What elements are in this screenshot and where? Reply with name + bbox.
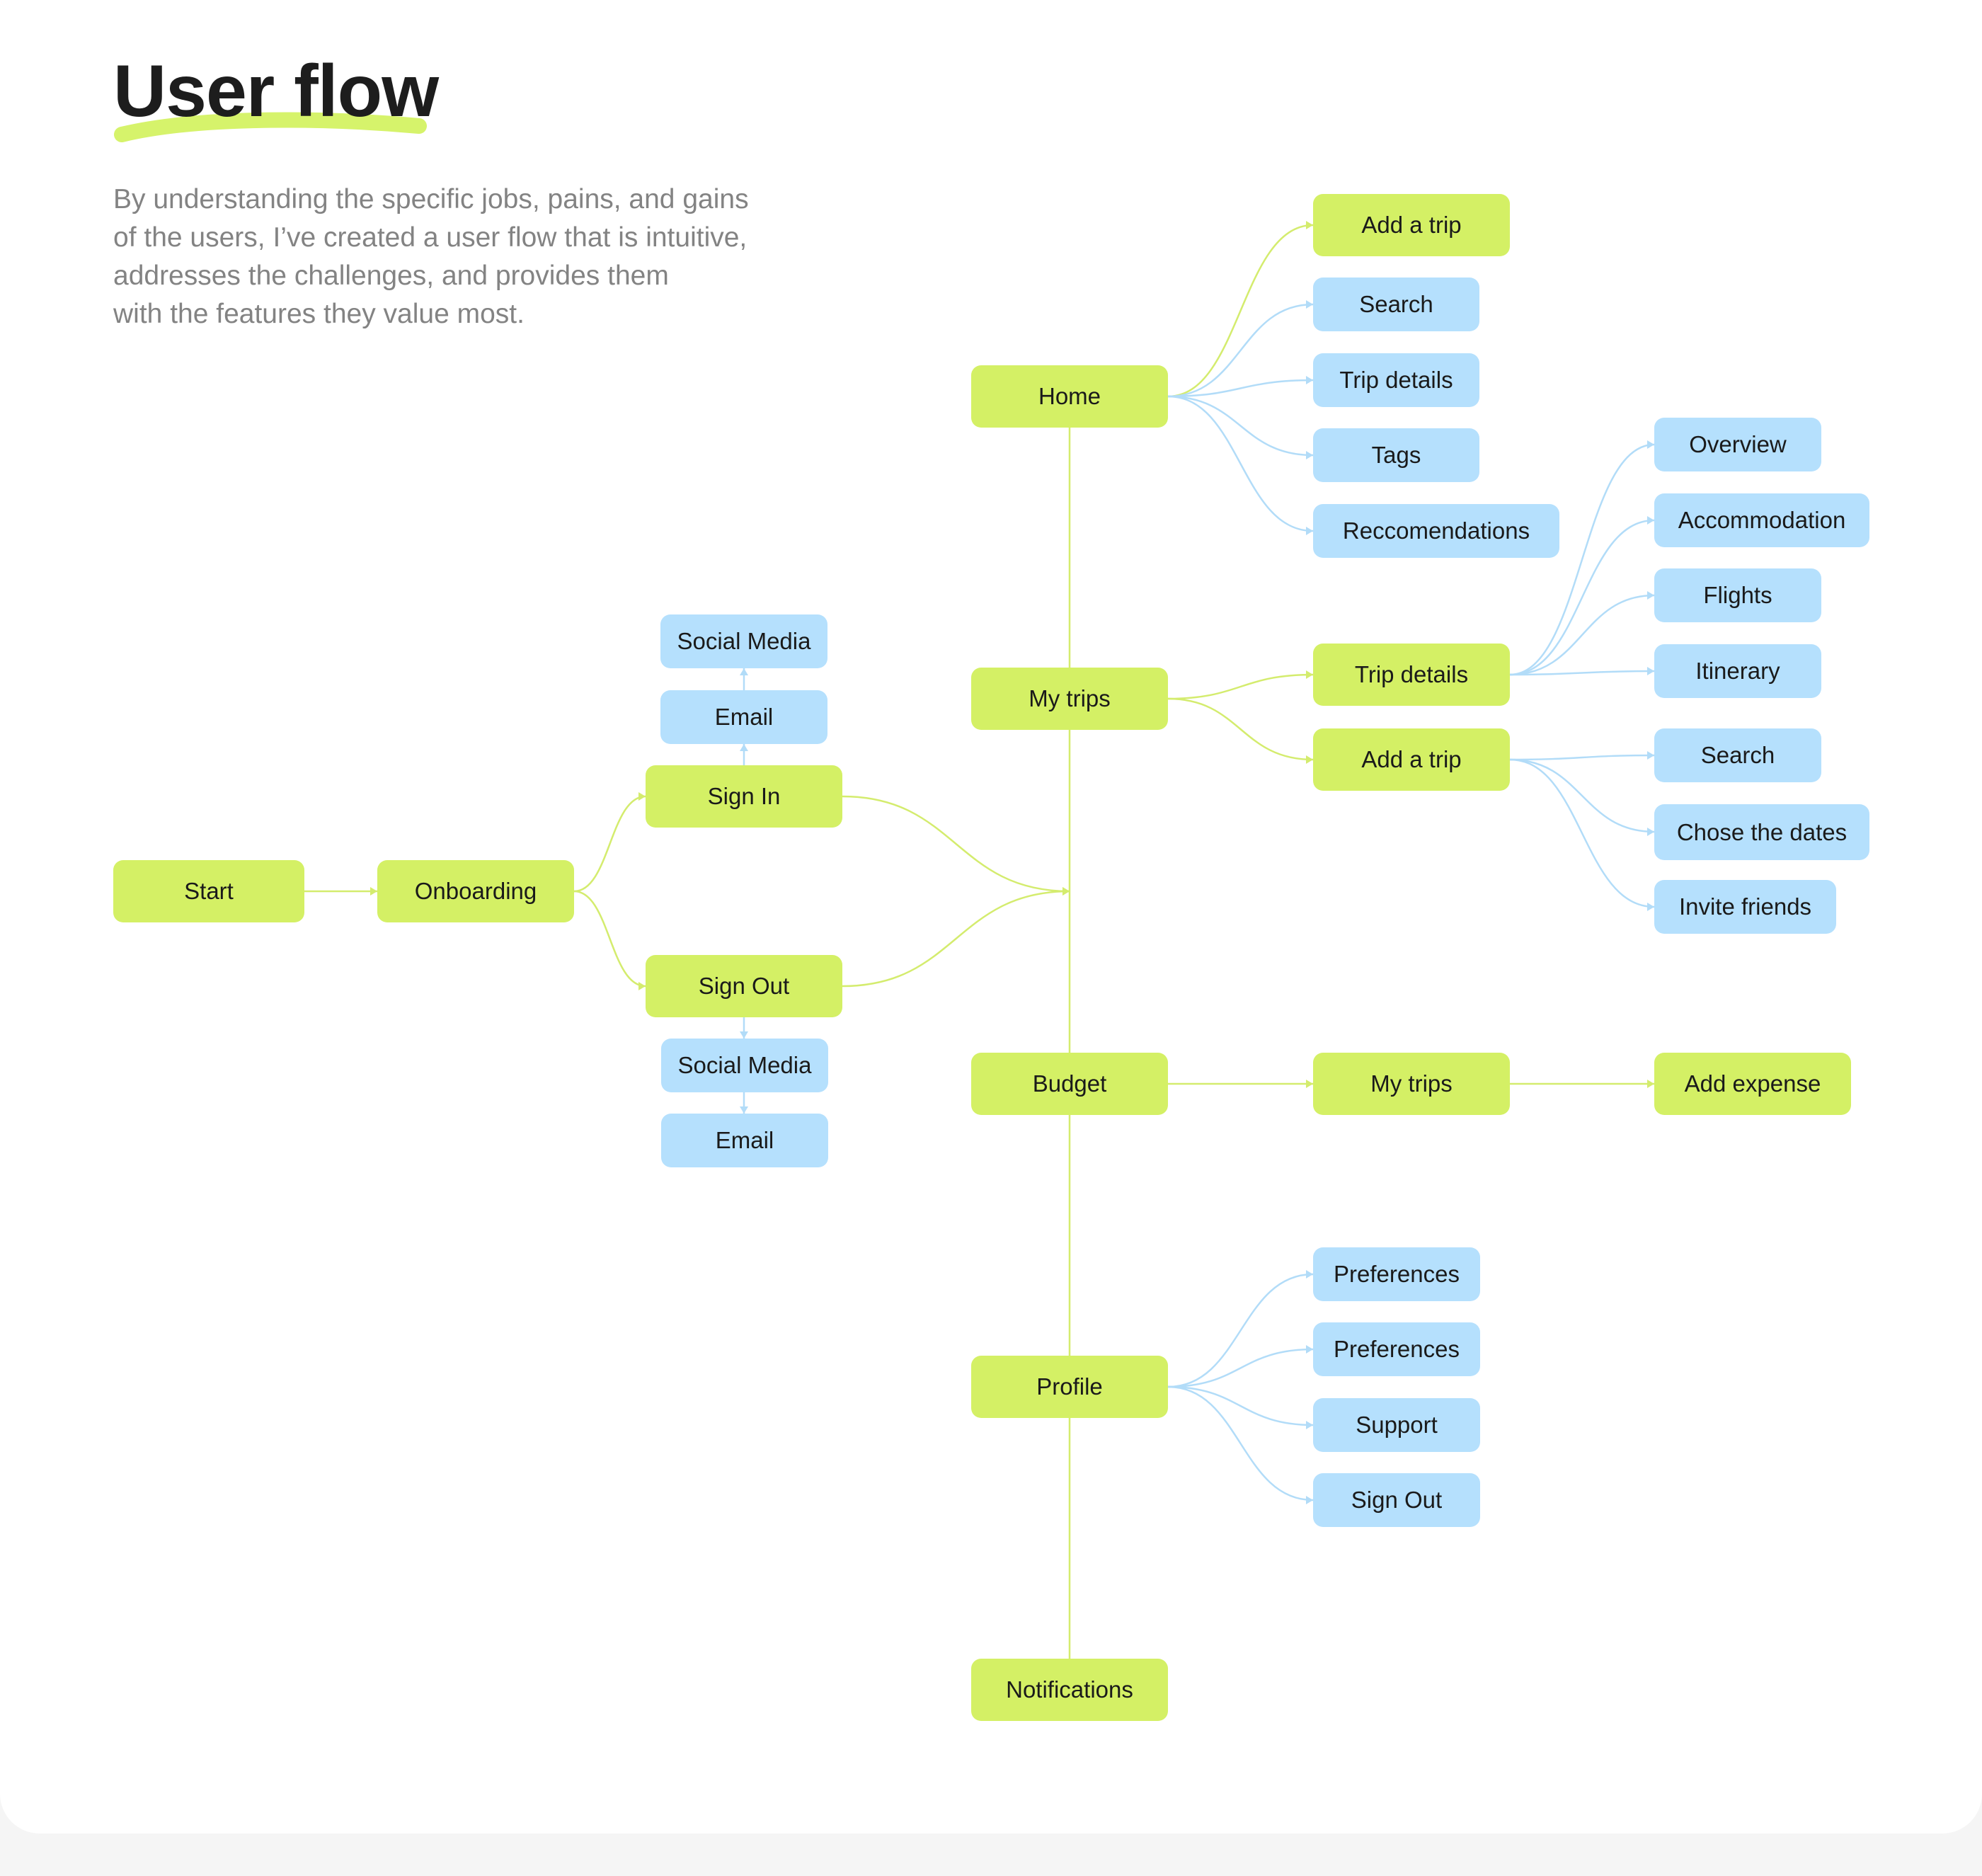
edge-home-search bbox=[1167, 303, 1314, 398]
edge-profile-support bbox=[1167, 1385, 1314, 1426]
edge-td-overview bbox=[1509, 443, 1655, 676]
node-profile-preferences-1[interactable]: Preferences bbox=[1313, 1247, 1480, 1301]
edge-email-social-arrow bbox=[740, 668, 748, 675]
edge-mytrips-addtrip-arrow bbox=[1306, 755, 1313, 764]
node-sign-in-email[interactable]: Email bbox=[660, 690, 827, 744]
edge-profile-preferences-2-arrow bbox=[1306, 1345, 1313, 1354]
edge-onboarding-signin-arrow bbox=[638, 792, 646, 801]
node-home[interactable]: Home bbox=[971, 365, 1168, 428]
node-start[interactable]: Start bbox=[113, 860, 304, 922]
edge-onboarding-signin bbox=[573, 795, 646, 893]
node-sign-in[interactable]: Sign In bbox=[646, 765, 842, 828]
edge-profile-signout bbox=[1167, 1385, 1314, 1502]
node-add-trip-dates[interactable]: Chose the dates bbox=[1654, 804, 1869, 860]
edge-home-recommendations-arrow bbox=[1306, 527, 1313, 535]
edge-at-dates bbox=[1509, 758, 1655, 833]
title-underline bbox=[114, 112, 427, 142]
edge-signin-spine bbox=[842, 795, 1070, 893]
edge-at-dates-arrow bbox=[1647, 828, 1654, 836]
edge-td-itinerary-arrow bbox=[1647, 667, 1654, 675]
edge-at-invite bbox=[1509, 758, 1655, 908]
node-notifications[interactable]: Notifications bbox=[971, 1659, 1168, 1721]
edge-onboarding-signout bbox=[573, 890, 646, 988]
edge-mytrips-tripdetails-arrow bbox=[1306, 670, 1313, 679]
node-home-tags[interactable]: Tags bbox=[1313, 428, 1479, 482]
edge-mytrips-addtrip bbox=[1167, 697, 1314, 761]
page-title: User flow bbox=[113, 50, 439, 132]
node-trip-accommodation[interactable]: Accommodation bbox=[1654, 493, 1869, 547]
edge-social-email-arrow bbox=[740, 1106, 748, 1114]
page-description: By understanding the specific jobs, pain… bbox=[113, 184, 749, 329]
node-budget[interactable]: Budget bbox=[971, 1053, 1168, 1115]
node-budget-add-expense[interactable]: Add expense bbox=[1654, 1053, 1851, 1115]
edge-signin-email-arrow bbox=[740, 744, 748, 751]
edge-home-recommendations bbox=[1167, 395, 1314, 532]
edge-home-tags bbox=[1167, 395, 1314, 457]
user-flow-canvas: User flow By understanding the specific … bbox=[113, 50, 1869, 1721]
node-home-search[interactable]: Search bbox=[1313, 278, 1479, 331]
edge-td-flights-arrow bbox=[1647, 591, 1654, 600]
edge-home-search-arrow bbox=[1306, 300, 1313, 309]
edge-profile-preferences-1-arrow bbox=[1306, 1270, 1313, 1279]
node-trip-details[interactable]: Trip details bbox=[1313, 644, 1510, 706]
node-home-recommendations[interactable]: Reccomendations bbox=[1313, 504, 1559, 558]
edge-td-accommodation-arrow bbox=[1647, 516, 1654, 525]
node-home-add-a-trip[interactable]: Add a trip bbox=[1313, 194, 1510, 256]
node-sign-in-social-media[interactable]: Social Media bbox=[660, 614, 827, 668]
node-profile-sign-out[interactable]: Sign Out bbox=[1313, 1473, 1480, 1527]
node-add-a-trip[interactable]: Add a trip bbox=[1313, 728, 1510, 791]
edge-onboarding-signout-arrow bbox=[638, 982, 646, 990]
edge-at-search-arrow bbox=[1647, 751, 1654, 760]
edge-td-itinerary bbox=[1509, 670, 1655, 676]
edge-budget-mytrips-arrow bbox=[1306, 1080, 1313, 1088]
node-onboarding[interactable]: Onboarding bbox=[377, 860, 574, 922]
edge-profile-signout-arrow bbox=[1306, 1496, 1313, 1504]
edge-home-addtrip bbox=[1167, 224, 1314, 398]
node-add-trip-search[interactable]: Search bbox=[1654, 728, 1821, 782]
node-trip-itinerary[interactable]: Itinerary bbox=[1654, 644, 1821, 698]
node-profile-support[interactable]: Support bbox=[1313, 1398, 1480, 1452]
edge-home-tags-arrow bbox=[1306, 451, 1313, 459]
edge-signout-spine-arrow bbox=[1062, 887, 1070, 896]
edge-profile-preferences-2 bbox=[1167, 1348, 1314, 1388]
edge-home-tripdetails-arrow bbox=[1306, 376, 1313, 384]
node-profile[interactable]: Profile bbox=[971, 1356, 1168, 1418]
edge-td-accommodation bbox=[1509, 519, 1655, 676]
edge-profile-preferences-1 bbox=[1167, 1273, 1314, 1388]
flow-connectors bbox=[304, 221, 1655, 1659]
edge-profile-support-arrow bbox=[1306, 1421, 1313, 1429]
edge-at-search bbox=[1509, 754, 1655, 761]
node-trip-overview[interactable]: Overview bbox=[1654, 418, 1821, 471]
node-sign-out-email[interactable]: Email bbox=[661, 1114, 828, 1167]
edge-td-flights bbox=[1509, 594, 1655, 676]
edge-signout-social-arrow bbox=[740, 1031, 748, 1039]
edge-start-onboarding-arrow bbox=[370, 887, 377, 896]
edge-at-invite-arrow bbox=[1647, 903, 1654, 911]
edge-home-addtrip-arrow bbox=[1306, 221, 1313, 229]
edge-mytrips-tripdetails bbox=[1167, 673, 1314, 700]
edge-signout-spine bbox=[842, 890, 1070, 988]
edge-mytrips-addexpense-arrow bbox=[1647, 1080, 1654, 1088]
node-add-trip-invite-friends[interactable]: Invite friends bbox=[1654, 880, 1836, 934]
edge-home-tripdetails bbox=[1167, 379, 1314, 398]
node-sign-out[interactable]: Sign Out bbox=[646, 955, 842, 1017]
node-my-trips[interactable]: My trips bbox=[971, 668, 1168, 730]
node-home-trip-details[interactable]: Trip details bbox=[1313, 353, 1479, 407]
node-budget-my-trips[interactable]: My trips bbox=[1313, 1053, 1510, 1115]
edge-td-overview-arrow bbox=[1647, 440, 1654, 449]
node-sign-out-social-media[interactable]: Social Media bbox=[661, 1039, 828, 1092]
node-profile-preferences-2[interactable]: Preferences bbox=[1313, 1322, 1480, 1376]
node-trip-flights[interactable]: Flights bbox=[1654, 568, 1821, 622]
